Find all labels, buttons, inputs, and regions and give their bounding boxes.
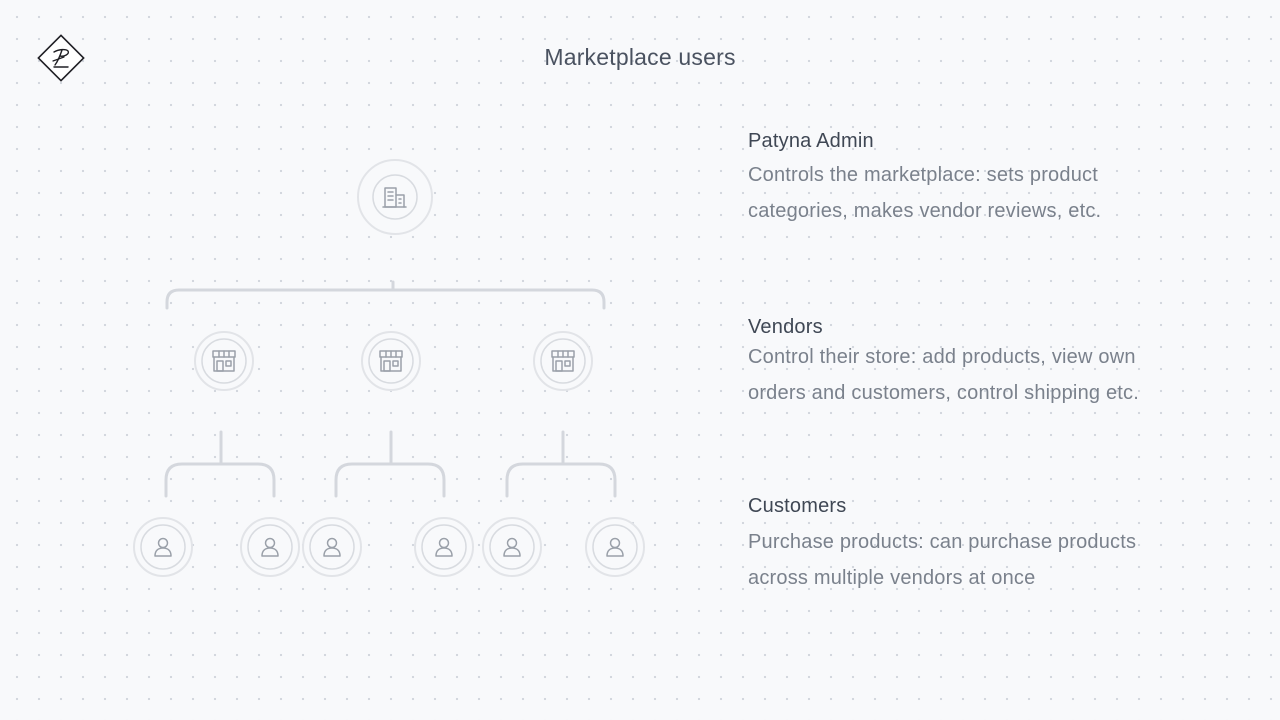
customer-node-5 xyxy=(482,517,542,577)
description-line: Control their store: add products, view … xyxy=(748,346,1136,368)
role-description: Control their store: add products, view … xyxy=(748,339,1248,411)
vendor-connector-2 xyxy=(334,430,446,498)
role-title: Patyna Admin xyxy=(748,130,874,152)
description-line: orders and customers, control shipping e… xyxy=(748,382,1140,404)
customer-node-6 xyxy=(585,517,645,577)
customer-node-1 xyxy=(133,517,193,577)
customer-node-4 xyxy=(414,517,474,577)
role-vendors: Vendors Control their store: add product… xyxy=(748,316,1248,411)
role-admin: Patyna Admin Controls the marketplace: s… xyxy=(748,130,1248,229)
role-description: Controls the marketplace: sets product c… xyxy=(748,157,1248,229)
description-line: Purchase products: can purchase products xyxy=(748,531,1137,553)
vendor-connector-3 xyxy=(505,430,617,498)
vendor-node-1 xyxy=(194,331,254,391)
description-line: Controls the marketplace: sets product xyxy=(748,164,1098,186)
vendor-connector-1 xyxy=(164,430,276,498)
customer-node-2 xyxy=(240,517,300,577)
role-description: Purchase products: can purchase products… xyxy=(748,524,1248,596)
role-customers: Customers Purchase products: can purchas… xyxy=(748,495,1248,596)
description-line: across multiple vendors at once xyxy=(748,567,1036,589)
admin-node xyxy=(357,159,433,235)
hierarchy-diagram xyxy=(133,159,645,577)
admin-connector xyxy=(165,280,606,310)
page-title: Marketplace users xyxy=(544,44,736,70)
customer-node-3 xyxy=(302,517,362,577)
patyna-monogram-icon xyxy=(37,34,85,82)
vendor-node-2 xyxy=(361,331,421,391)
role-title: Vendors xyxy=(748,316,823,338)
role-title: Customers xyxy=(748,495,847,517)
description-line: categories, makes vendor reviews, etc. xyxy=(748,200,1102,222)
vendor-node-3 xyxy=(533,331,593,391)
patyna-logo[interactable] xyxy=(33,30,89,86)
